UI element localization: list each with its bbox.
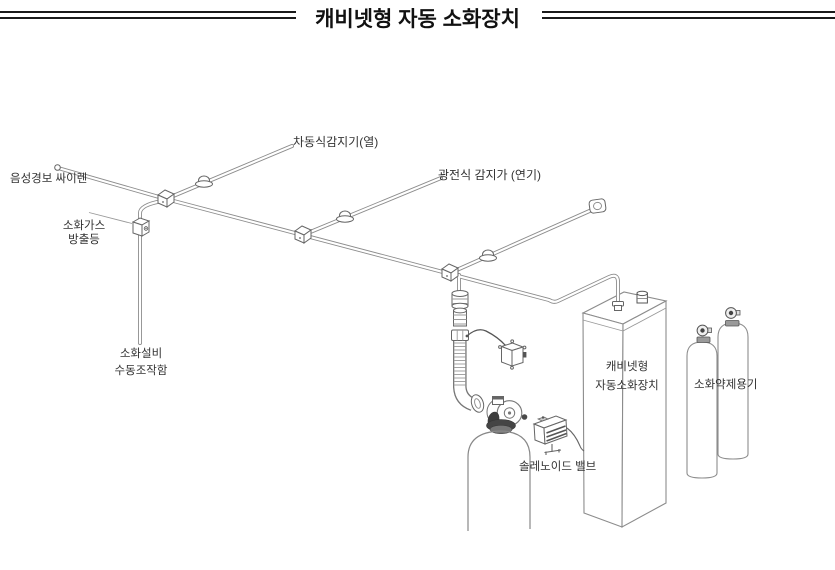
smoke-detector [336, 210, 354, 223]
junction-box-a [156, 189, 176, 208]
title-rule-right [542, 11, 835, 19]
agent-cylinders [686, 307, 749, 479]
heat-detector-label: 차동식감지기(열) [293, 135, 379, 149]
cabinet-label-line1: 캐비넷형 [605, 361, 649, 373]
cylinder-valve-right [725, 307, 741, 327]
discharge-light-label-line1: 소화가스 [62, 220, 106, 232]
manual-box-label: 소화설비 수동조작함 [107, 346, 175, 380]
cylinder-valve-left [696, 324, 712, 343]
discharge-light-label: 소화가스 방출등 [57, 220, 111, 247]
siren-pipe-end [54, 164, 61, 171]
pipe-end-fitting [588, 198, 607, 214]
junction-box-c [440, 263, 460, 282]
solenoid-wire [566, 427, 585, 452]
heat-detector [195, 175, 213, 188]
manual-box-label-line1: 소화설비 [119, 348, 163, 360]
flex-hose [453, 340, 485, 413]
page-title: 캐비넷형 자동 소화장치 [315, 8, 520, 31]
cabinet-label-line2: 자동소화장치 [595, 379, 659, 392]
spare-detector [479, 249, 497, 262]
cabinet-unit [581, 290, 668, 528]
solenoid-valve-device [532, 415, 585, 455]
pressure-switch [465, 329, 527, 370]
discharge-nozzle-assembly [451, 290, 469, 341]
discharge-light [88, 212, 151, 237]
solenoid-valve-label: 솔레노이드 밸브 [519, 461, 597, 473]
discharge-light-label-line2: 방출등 [68, 233, 100, 246]
solenoid-bracket [544, 444, 562, 455]
smoke-detector-label: 광전식 감지가 (연기) [438, 168, 541, 182]
cabinet-label: 캐비넷형 자동소화장치 [590, 358, 664, 395]
indicator-dot [521, 414, 528, 420]
title-rule-left [0, 11, 296, 19]
siren-label: 음성경보 싸이렌 [10, 173, 88, 185]
cabinet-vent-cap [636, 290, 648, 304]
junction-box-b [293, 225, 313, 244]
bottle-valve [486, 396, 523, 434]
cabinet-inlet-fitting [612, 301, 624, 311]
agent-bottle [467, 430, 531, 531]
agent-container-label: 소화약제용기 [694, 379, 758, 391]
manual-box-label-line2: 수동조작함 [114, 365, 168, 377]
